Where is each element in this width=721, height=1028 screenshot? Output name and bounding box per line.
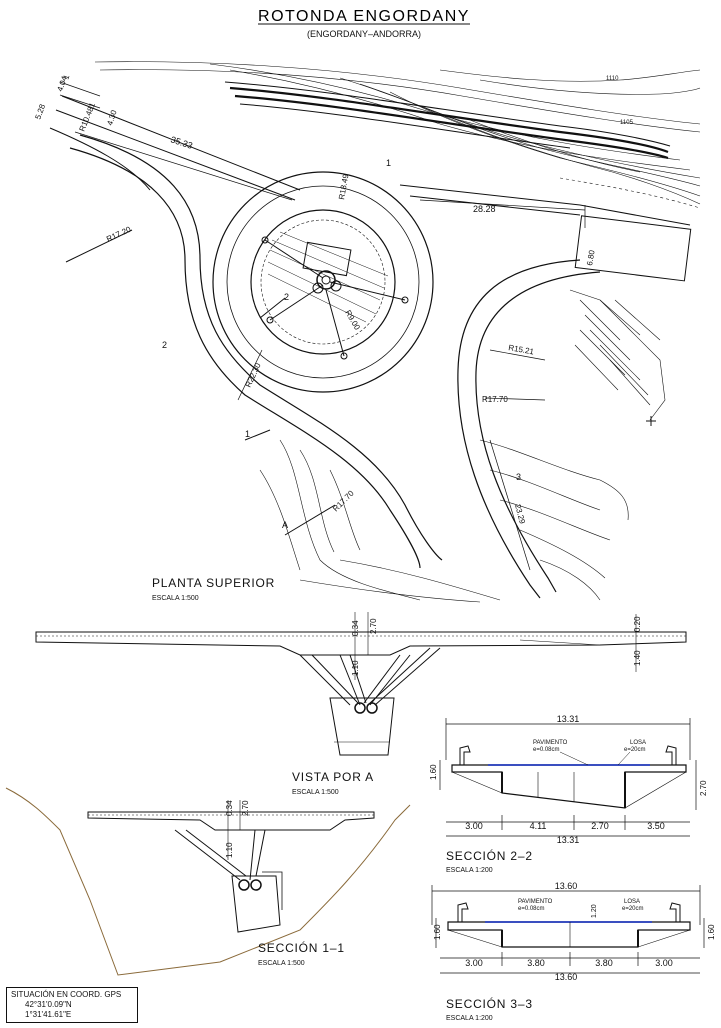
mark-1-left: 1	[245, 429, 250, 439]
plan-scale: ESCALA 1:500	[152, 595, 199, 602]
sec33-dim-a: 3.00	[465, 958, 483, 968]
sec22-dim-right: 2.70	[699, 780, 708, 796]
plan-right-hatch	[479, 289, 666, 601]
vista-dim-034: 0.34	[351, 620, 360, 636]
drawing-subtitle: (ENGORDANY–ANDORRA)	[307, 29, 421, 39]
vista-por-a	[35, 612, 687, 756]
vista-dim-020: 0.20	[633, 616, 642, 632]
seccion-2-2	[439, 718, 697, 837]
seccion-3-3	[431, 885, 705, 974]
sec22-dim-c: 2.70	[591, 821, 609, 831]
sec22-dim-bottom: 13.31	[557, 835, 580, 845]
roundabout	[212, 171, 434, 393]
sec11-dim-034: 0.34	[225, 800, 234, 816]
plan-road-band	[229, 86, 669, 160]
vista-scale: ESCALA 1:500	[292, 789, 339, 796]
gps-latitude: 42°31'0.09"N	[25, 1000, 72, 1009]
sec33-dim-top: 13.60	[555, 881, 578, 891]
mark-3: 3	[516, 472, 521, 482]
gps-location-box: SITUACIÓN EN COORD. GPS 42°31'0.09"N 1°3…	[6, 987, 138, 1023]
sec22-dim-a: 3.00	[465, 821, 483, 831]
sec33-pav-thickness: e=0.08cm	[518, 906, 545, 912]
mark-a: A	[282, 520, 288, 530]
gps-longitude: 1°31'41.61"E	[25, 1010, 72, 1019]
plan-left-ramp	[69, 134, 443, 569]
sec33-labels: 13.60 1.60 1.60 1.20 3.00 3.80 3.80 3.00…	[433, 881, 716, 1022]
contour-1110: 1110	[606, 76, 619, 82]
plan-view	[49, 61, 701, 603]
sec22-losa-thickness: e=20cm	[624, 747, 646, 753]
sec22-pav-thickness: e=0.08cm	[533, 747, 560, 753]
plan-section-markers	[65, 229, 336, 536]
contour-1105: 1105	[620, 120, 634, 126]
vista-labels: 0.34 2.70 1.10 0.20 1.40 VISTA POR A ESC…	[292, 616, 642, 796]
seccion-1-1	[5, 787, 411, 976]
vista-dim-110: 1.10	[351, 660, 360, 676]
sec22-dim-left: 1.60	[429, 764, 438, 780]
dim-r10481: R10.481	[78, 101, 98, 133]
vista-dim-270: 2.70	[369, 618, 378, 634]
sec11-scale: ESCALA 1:500	[258, 960, 305, 967]
sec11-label: SECCIÓN 1–1	[258, 940, 345, 955]
plan-left-road	[49, 95, 301, 201]
dim-528: 5.28	[33, 102, 47, 120]
sec33-pav-label: PAVIMENTO	[518, 899, 553, 905]
dim-2828: 28.28	[473, 204, 496, 214]
plan-label: PLANTA SUPERIOR	[152, 576, 275, 590]
mark-2-left: 2	[162, 340, 167, 350]
sec33-losa-label: LOSA	[624, 899, 640, 905]
sec33-dim-b: 3.80	[527, 958, 545, 968]
mark-1-top: 1	[386, 158, 391, 168]
sec11-dim-110: 1.10	[225, 842, 234, 858]
sec22-dim-top: 13.31	[557, 714, 580, 724]
sec33-scale: ESCALA 1:200	[446, 1015, 493, 1022]
mark-2-inner: 2	[284, 292, 289, 302]
sec33-dim-right: 1.60	[707, 924, 716, 940]
vista-label: VISTA POR A	[292, 770, 374, 784]
drawing-title: ROTONDA ENGORDANY	[258, 8, 470, 25]
sec22-labels: 13.31 1.60 2.70 3.00 4.11 2.70 3.50 13.3…	[429, 714, 708, 874]
dim-r1720: R17.20	[105, 225, 133, 244]
sec11-dim-270: 2.70	[241, 800, 250, 816]
sec22-losa-label: LOSA	[630, 740, 646, 746]
sec33-dim-mid: 1.20	[591, 904, 598, 918]
plan-right-road	[399, 184, 692, 282]
dim-r1849: R18.49	[337, 173, 350, 201]
plan-right-ramp	[457, 259, 601, 599]
sec22-dim-d: 3.50	[647, 821, 665, 831]
dim-3533: 35.33	[169, 134, 194, 150]
plan-terrain-contours	[94, 61, 701, 205]
sec11-labels: 0.34 2.70 1.10 SECCIÓN 1–1 ESCALA 1:500	[225, 800, 345, 967]
vista-dim-140: 1.40	[633, 650, 642, 666]
sec22-pav-label: PAVIMENTO	[533, 740, 568, 746]
sec33-dim-d: 3.00	[655, 958, 673, 968]
dim-1: 1	[61, 73, 71, 81]
sec33-dim-c: 3.80	[595, 958, 613, 968]
dim-r900: R9.00	[343, 309, 362, 332]
sec22-label: SECCIÓN 2–2	[446, 848, 533, 863]
dim-680: 6.80	[585, 249, 597, 266]
sec33-losa-thickness: e=20cm	[622, 906, 644, 912]
gps-heading: SITUACIÓN EN COORD. GPS	[11, 990, 122, 999]
dim-r1770a: R17.70	[482, 395, 508, 404]
dim-r1521: R15.21	[508, 343, 536, 356]
sec33-label: SECCIÓN 3–3	[446, 996, 533, 1011]
sec33-dim-left: 1.60	[433, 924, 442, 940]
plan-road-band-thin	[224, 81, 671, 149]
plan-dimension-lines	[59, 81, 586, 571]
sec22-scale: ESCALA 1:200	[446, 867, 493, 874]
sec33-dim-bottom: 13.60	[555, 972, 578, 982]
sec22-dim-b: 4.11	[530, 821, 547, 831]
dim-r1770b: R17.70	[331, 488, 356, 513]
plan-lower-contours	[259, 439, 501, 603]
